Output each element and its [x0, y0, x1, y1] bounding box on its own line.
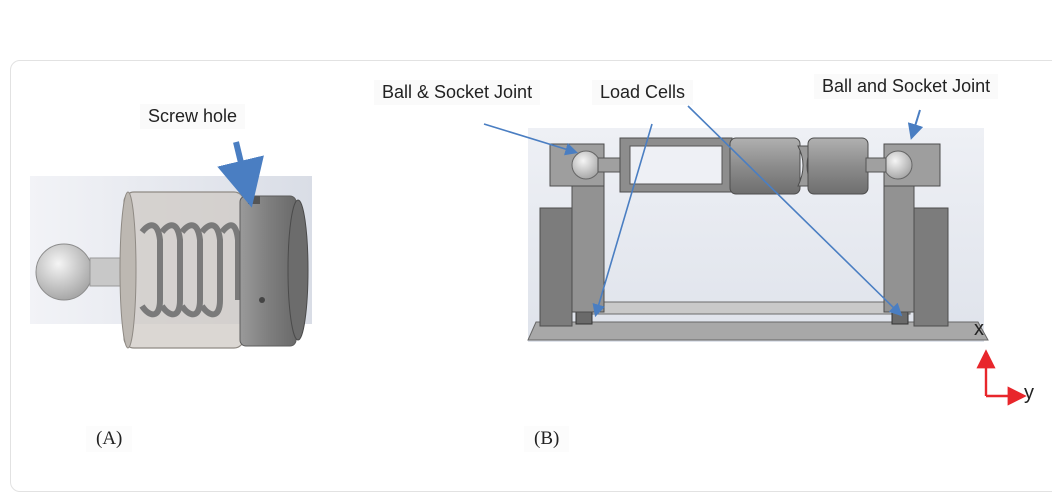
right-rod — [865, 157, 887, 173]
bottom-rail — [579, 301, 911, 315]
ball-socket-right-arrow — [907, 109, 924, 140]
load-cell-left-arrow — [592, 123, 653, 318]
left-ball — [571, 150, 601, 180]
cylinder-right — [807, 137, 869, 195]
spring-frame-window — [629, 145, 723, 185]
spring — [139, 222, 241, 318]
axis-x-label: x — [974, 318, 984, 340]
panel-b-illustration — [483, 105, 1027, 406]
ball — [35, 243, 93, 301]
transparent-housing — [123, 191, 245, 349]
load-cells-label: Load Cells — [592, 80, 694, 105]
screw-hole — [248, 196, 260, 204]
ball-socket-left-arrow — [483, 123, 579, 156]
panel-b-label: (B) — [524, 426, 570, 452]
left-column-outer — [539, 207, 573, 327]
ball-socket-joint-left-label: Ball & Socket Joint — [374, 80, 541, 105]
right-column-outer — [913, 207, 949, 327]
screw-hole-label: Screw hole — [140, 104, 246, 129]
figure-canvas — [30, 105, 1027, 406]
right-ball — [883, 150, 913, 180]
screw-hole-arrow — [217, 141, 264, 208]
housing-end — [119, 191, 137, 349]
cylinder-left — [729, 137, 801, 195]
right-column-inner — [883, 185, 915, 313]
ball-socket-joint-right-label: Ball and Socket Joint — [814, 74, 999, 99]
axis-y-label: y — [1024, 382, 1034, 404]
end-cap-face — [287, 199, 309, 341]
panel-a-label: (A) — [86, 426, 133, 452]
load-cell-right-arrow — [687, 105, 903, 317]
side-hole — [259, 297, 265, 303]
panel-a-illustration — [30, 141, 312, 349]
base-plate — [527, 321, 989, 341]
left-column-inner — [571, 185, 605, 313]
left-rod — [597, 157, 621, 173]
